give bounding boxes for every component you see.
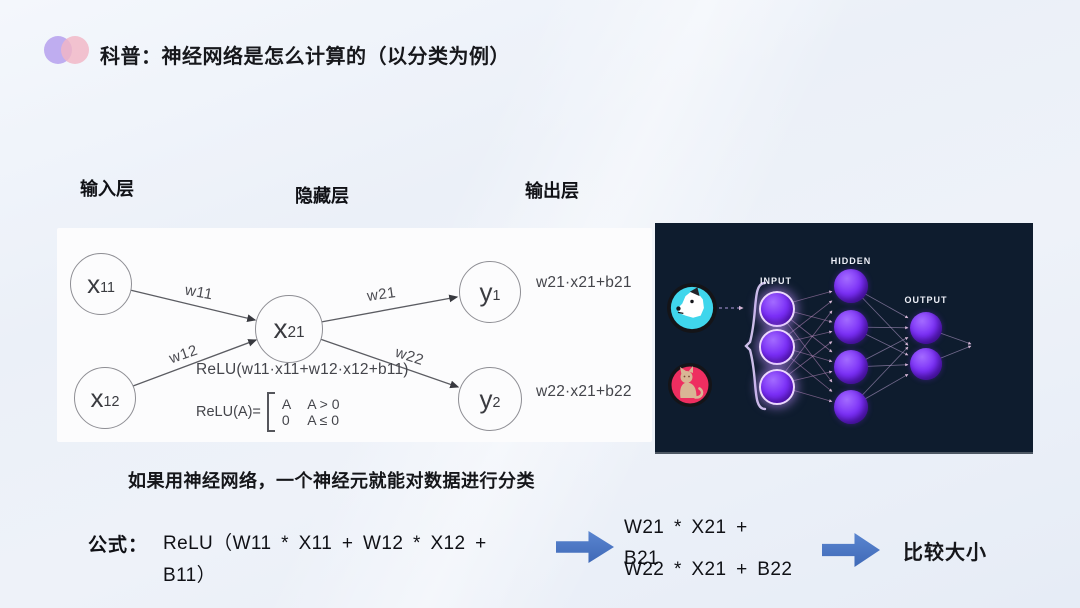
formula-branch-line3: W22 * X21 + B22: [624, 559, 793, 580]
node-x11-sub: 11: [100, 279, 115, 296]
cat-avatar-icon: [668, 363, 712, 407]
formula-branch-line2: B21: [624, 548, 660, 569]
node-y1-base: y: [479, 276, 493, 307]
relu-cases: A A > 0 0 A ≤ 0: [281, 395, 340, 428]
node-y2-base: y: [479, 383, 493, 414]
relu-case-value: A: [281, 395, 292, 412]
nn-hidden-label: HIDDEN: [830, 256, 872, 266]
relu-definition: ReLU(A)= A A > 0 0 A ≤ 0: [196, 392, 340, 432]
nn-hidden-node: [834, 350, 868, 384]
diagram-edges: [129, 289, 460, 389]
bracket-icon: [266, 392, 275, 432]
node-x21-base: x: [273, 313, 288, 344]
y1-formula: w21·x21+b21: [536, 274, 632, 291]
nn-input-label: INPUT: [760, 276, 792, 286]
formula-prefix: 公式：: [88, 535, 149, 556]
brace-icon: [744, 281, 767, 411]
dog-avatar-icon: [667, 283, 717, 333]
formula-relu-line2: B11）: [163, 565, 216, 586]
nn-illustration: INPUT HIDDEN OUTPUT: [655, 223, 1033, 454]
page-title: 科普：神经网络是怎么计算的（以分类为例）: [100, 46, 510, 68]
relu-case-cond: A ≤ 0: [307, 411, 340, 428]
node-x12-base: x: [90, 382, 104, 413]
nn-output-node: [910, 312, 942, 344]
logo-dot-pink-icon: [61, 36, 89, 64]
node-x12-sub: 12: [103, 393, 120, 410]
node-y1-sub: 1: [492, 287, 501, 304]
nn-input-node: [759, 369, 795, 405]
nn-output-label: OUTPUT: [904, 295, 948, 305]
node-x11-base: x: [87, 268, 101, 299]
label-input-layer: 输入层: [80, 179, 134, 199]
relu-case-value: 0: [281, 411, 290, 428]
node-x21-sub: 21: [287, 324, 305, 342]
flow-arrow-icon: [822, 533, 880, 567]
relu-case-cond: A > 0: [307, 395, 340, 412]
nn-hidden-node: [834, 310, 868, 344]
nn-input-node: [759, 329, 795, 365]
formula-branch-line1: W21 * X21 +: [624, 517, 748, 538]
nn-hidden-node: [834, 269, 868, 303]
nn-hidden-node: [834, 390, 868, 424]
compare-result-text: 比较大小: [903, 542, 987, 564]
formula-relu-line1: ReLU（W11 * X11 + W12 * X12 +: [163, 533, 487, 554]
nn-input-node: [759, 291, 795, 327]
nn-output-node: [910, 348, 942, 380]
node-y2-sub: 2: [492, 394, 501, 411]
hidden-node-formula: ReLU(w11·x11+w12·x12+b11): [196, 361, 409, 378]
y2-formula: w22·x21+b22: [536, 383, 632, 400]
label-output-layer: 输出层: [525, 181, 579, 201]
flow-arrow-icon: [556, 531, 614, 563]
label-hidden-layer: 隐藏层: [295, 186, 349, 206]
caption-text: 如果用神经网络，一个神经元就能对数据进行分类: [128, 471, 535, 491]
relu-lhs: ReLU(A)=: [196, 404, 261, 420]
